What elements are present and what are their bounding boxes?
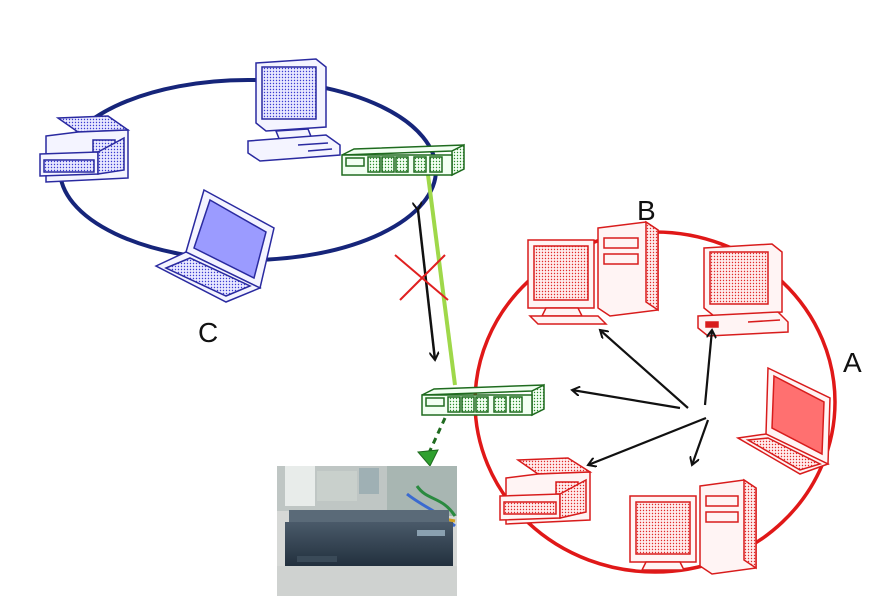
label-a: A — [843, 347, 862, 378]
label-c: C — [198, 317, 218, 348]
tower-computer-icon — [527, 220, 659, 325]
arrow-to-top-desktop — [703, 330, 712, 406]
network-switch-icon — [421, 383, 545, 417]
desktop-computer-icon — [697, 243, 789, 337]
broadcast-arrows — [572, 330, 712, 465]
desktop-computer-icon — [247, 58, 341, 162]
link-arrow-tip-icon — [416, 449, 439, 467]
uplink-cable — [426, 174, 457, 386]
laptop-icon — [735, 366, 831, 475]
printer-icon — [39, 115, 131, 183]
arrow-to-printer — [588, 416, 707, 465]
network-switch-icon — [341, 143, 465, 177]
blocked-cross-icon — [394, 254, 449, 301]
label-b: B — [637, 195, 656, 226]
tower-computer-icon — [629, 478, 757, 575]
rack-server-photo — [277, 466, 457, 596]
arrow-to-switch — [572, 390, 681, 410]
device-link-cable — [426, 417, 447, 456]
arrow-to-tower — [692, 419, 710, 465]
arrow-to-b — [600, 330, 689, 409]
printer-icon — [499, 457, 593, 525]
blocked-link-arrow — [418, 210, 435, 360]
laptop-icon — [154, 188, 275, 303]
